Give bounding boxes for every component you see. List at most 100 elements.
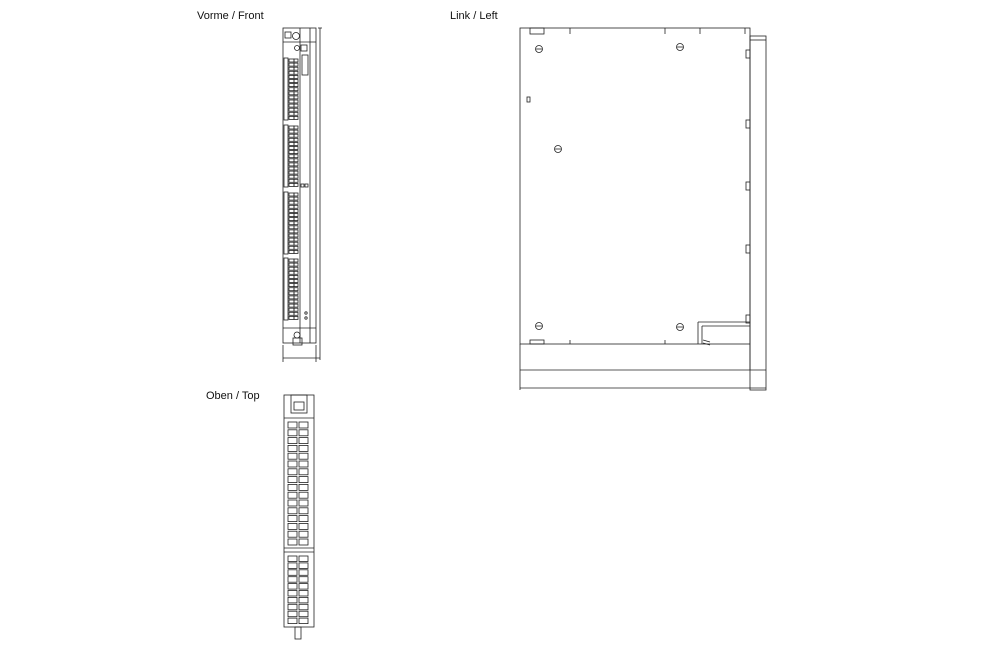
front-module-outline: [282, 27, 317, 344]
front-terminal-slot: [293, 196, 299, 201]
top-terminal-cell: [298, 437, 309, 445]
front-terminal-slot: [293, 229, 299, 234]
top-terminal-cell: [298, 468, 309, 476]
front-terminal-slot: [288, 245, 295, 250]
front-terminal-slot: [288, 241, 295, 246]
top-view-label: Oben / Top: [206, 390, 260, 402]
front-terminal-slot: [288, 200, 295, 205]
top-terminal-cell: [287, 476, 298, 484]
front-view: [282, 27, 322, 362]
front-terminal-slot: [288, 87, 295, 92]
top-terminal-cell: [298, 576, 309, 583]
left-screw-1: [535, 45, 543, 53]
front-terminal-slot: [293, 129, 299, 134]
top-terminal-grid: [287, 421, 309, 624]
front-terminal-slot: [293, 200, 299, 205]
top-terminal-cell: [298, 569, 309, 576]
front-terminal-slot: [293, 249, 299, 254]
front-terminal-slot: [293, 91, 299, 96]
front-terminal-slot: [288, 174, 295, 179]
front-terminal-strip: [283, 57, 289, 121]
top-terminal-cell: [287, 562, 298, 569]
left-view: [519, 27, 767, 391]
top-terminal-cell: [298, 499, 309, 507]
front-terminal-slot: [288, 158, 295, 163]
front-terminal-slot: [288, 79, 295, 83]
front-terminal-slot: [293, 162, 299, 167]
front-terminal-slot: [293, 258, 299, 263]
top-terminal-cell: [298, 515, 309, 522]
top-terminal-cell: [298, 523, 309, 530]
front-terminal-slot: [293, 270, 299, 275]
front-terminal-slot: [293, 87, 299, 92]
front-terminal-slot: [288, 146, 295, 150]
front-terminal-slot: [288, 307, 295, 312]
front-terminal-slot: [288, 192, 295, 197]
front-terminal-slot: [288, 217, 295, 222]
front-terminal-slot: [288, 295, 295, 300]
front-terminal-slot: [293, 217, 299, 222]
front-terminal-slot: [293, 291, 299, 296]
front-terminal-slot: [293, 178, 299, 183]
top-terminal-cell: [287, 603, 298, 611]
front-terminal-strip: [283, 191, 289, 255]
front-top-led: [292, 32, 300, 40]
top-terminal-cell: [298, 583, 309, 590]
front-terminal-slot: [293, 266, 299, 271]
front-terminal-slot: [293, 125, 299, 130]
front-terminal-slot: [288, 233, 295, 238]
front-terminal-slot: [288, 58, 295, 63]
front-terminal-slot: [288, 107, 295, 112]
front-terminal-slot: [293, 204, 299, 209]
front-terminal-slot: [293, 83, 299, 87]
left-screw-3: [554, 145, 562, 153]
front-terminal-slot: [288, 221, 295, 226]
top-terminal-cell: [298, 421, 309, 429]
top-view: [283, 394, 315, 640]
top-terminal-cell: [298, 590, 309, 597]
front-terminal-slot: [293, 213, 299, 217]
front-terminal-slot: [293, 154, 299, 159]
front-terminal-slot: [288, 154, 295, 159]
front-terminal-slot: [293, 58, 299, 63]
front-terminal-slot: [293, 158, 299, 163]
front-terminal-slot: [288, 166, 295, 171]
top-terminal-cell: [287, 507, 298, 515]
front-terminal-slot: [293, 225, 299, 230]
front-terminal-slot: [288, 237, 295, 242]
front-terminal-slot: [288, 91, 295, 96]
front-terminal-slot: [293, 233, 299, 238]
front-terminal-slot: [293, 133, 299, 138]
top-terminal-cell: [287, 444, 298, 452]
front-terminal-slot: [293, 99, 299, 104]
top-terminal-cell: [298, 538, 309, 546]
front-terminal-slot: [293, 303, 299, 308]
top-terminal-cell: [287, 452, 298, 460]
front-bottom-led: [293, 331, 301, 339]
left-view-label: Link / Left: [450, 10, 498, 22]
front-terminal-slot: [293, 116, 299, 120]
top-terminal-cell: [287, 538, 298, 546]
left-module-body: [519, 27, 751, 345]
front-terminal-slot: [293, 274, 299, 279]
top-terminal-cell: [298, 452, 309, 460]
front-terminal-slot: [288, 196, 295, 201]
front-terminal-slot: [288, 303, 295, 308]
top-terminal-cell: [298, 483, 309, 491]
front-terminal-slot: [293, 103, 299, 108]
front-terminal-slot: [293, 182, 299, 187]
front-terminal-slot: [288, 249, 295, 254]
top-terminal-cell: [298, 555, 309, 562]
front-terminal-slot: [288, 178, 295, 183]
front-terminal-slot: [293, 241, 299, 246]
front-terminal-slot: [288, 299, 295, 304]
top-terminal-cell: [287, 617, 298, 624]
front-terminal-slot: [293, 107, 299, 112]
front-terminal-slot: [293, 237, 299, 242]
front-terminal-strip: [283, 124, 289, 188]
top-terminal-cell: [287, 610, 298, 618]
top-terminal-cell: [287, 499, 298, 507]
top-terminal-cell: [298, 491, 309, 499]
front-terminal-slot: [293, 62, 299, 67]
front-terminal-slot: [293, 70, 299, 75]
